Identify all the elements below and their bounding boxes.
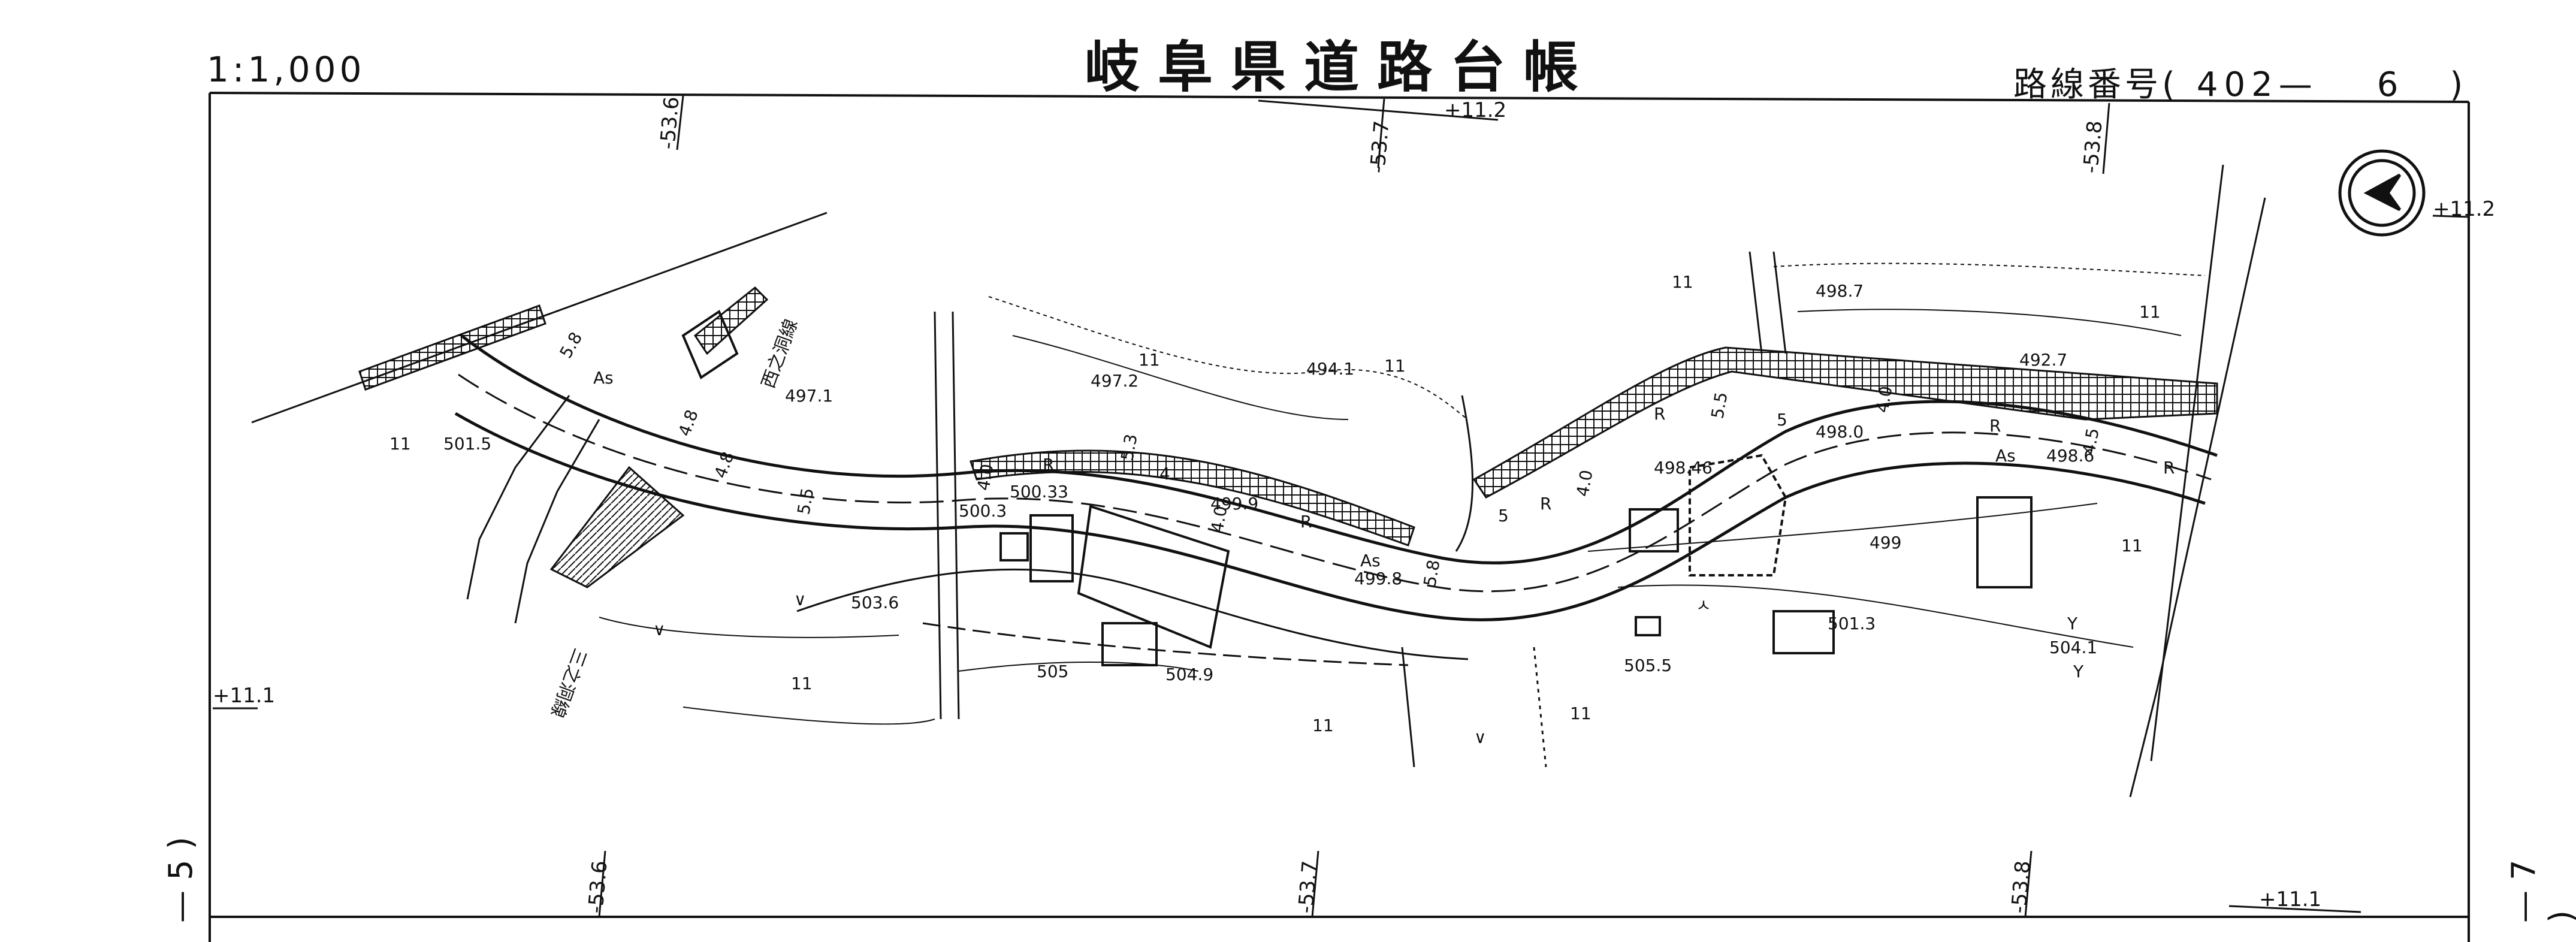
curve-mark-6: R [2163, 458, 2175, 478]
curve-mark-1: R [1043, 455, 1054, 475]
elevation-14: 499 [1870, 533, 1901, 552]
width-label-6: 5.3 [1117, 433, 1141, 463]
grid-label-bottom-1: -53.6 [584, 860, 612, 914]
elevation-13: 499.8 [1354, 569, 1402, 588]
elevation-8: 501.5 [443, 434, 491, 454]
elevation-10: 500.3 [959, 501, 1007, 521]
route-sub-number: 6 [2376, 65, 2402, 104]
elevation-4: 498.7 [1816, 281, 1864, 301]
elevation-1: 497.1 [785, 386, 833, 406]
width-label-8: 4.0 [1572, 469, 1596, 499]
elevation-9: 500.33 [1010, 482, 1068, 502]
contour-lines [599, 262, 2206, 725]
grid-label-top-1: -53.6 [656, 96, 684, 150]
land-symbol-7: 11 [1312, 715, 1334, 735]
side-roads [466, 251, 1787, 768]
route-open-paren: ( [2162, 65, 2179, 104]
elevation-15: 503.6 [851, 593, 899, 612]
width-label-13: 4.5 [2079, 427, 2103, 457]
grid-label-top-2: -53.7 [1366, 120, 1394, 174]
width-label-10: 5.5 [1707, 391, 1731, 421]
width-label-2: 4.8 [675, 407, 702, 439]
land-symbol-1: 11 [389, 434, 411, 454]
land-symbol-6: 11 [791, 674, 813, 693]
land-symbol-2: 11 [1138, 350, 1160, 370]
grid-label-offset-4: +11.1 [2259, 887, 2321, 911]
grid-label-offset-3: +11.1 [213, 684, 275, 708]
elevation-16: 501.3 [1828, 614, 1876, 633]
elevation-3: 494.1 [1306, 359, 1354, 379]
elevation-19: 504.9 [1165, 665, 1213, 684]
road-surface-label-2: As [1360, 551, 1381, 570]
curve-mark-3: R [1540, 494, 1551, 514]
grid-label-bottom-2: -53.7 [1294, 860, 1322, 914]
width-label-14: 4 [1159, 464, 1170, 484]
route-close-paren: ) [2450, 65, 2467, 104]
retaining-walls [358, 286, 2218, 588]
grid-label-bottom-3: -53.8 [2007, 860, 2036, 914]
land-symbol-14: Y [2067, 614, 2078, 633]
land-symbol-4: 11 [1672, 272, 1693, 292]
curve-mark-5: R [1989, 416, 2001, 436]
elevation-11: 499.9 [1210, 494, 1258, 514]
grid-coordinate-labels: -53.6 -53.7 -53.8 -53.6 -53.7 -53.8 +11.… [213, 96, 2495, 914]
elevation-7: 498.6 [2046, 446, 2094, 466]
land-symbol-8: 11 [1570, 704, 1591, 723]
width-label-15: 5 [1498, 506, 1509, 526]
elevation-2: 497.2 [1091, 371, 1138, 391]
land-symbol-10: ㅅ [1696, 596, 1711, 615]
grid-ticks [213, 95, 2469, 917]
curve-mark-2: R [1300, 512, 1312, 532]
land-symbol-3: 11 [1384, 356, 1406, 376]
land-symbol-13: ∨ [653, 620, 666, 639]
road-surface-label-3: As [1995, 446, 2016, 466]
road-name-label-2: 三之洞線 [546, 645, 590, 720]
width-label-7: 4.0 [1207, 505, 1231, 535]
grid-label-offset-1: +11.2 [1444, 98, 1506, 122]
width-label-11: 5 [1777, 410, 1787, 430]
grid-label-offset-2: +11.2 [2433, 197, 2495, 221]
road-name-label-1: 西之洞線 [758, 316, 802, 391]
elevation-20: 505.5 [1624, 656, 1672, 675]
route-label: 路線番号 [2013, 65, 2162, 104]
elevation-5: 492.7 [2019, 350, 2067, 370]
land-symbol-9: 11 [2121, 536, 2143, 555]
elevation-18: 505 [1037, 662, 1068, 681]
land-symbol-15: Y [2073, 662, 2084, 681]
elevation-6: 498.0 [1816, 422, 1864, 442]
map-frame [209, 92, 2470, 942]
width-label-12: 4.0 [1872, 385, 1896, 415]
prefectural-road [454, 334, 2218, 666]
route-number-label: 路線番号(402— 6) [2013, 58, 2466, 106]
north-arrow-icon [2338, 149, 2426, 237]
width-label-4: 5.5 [793, 487, 817, 517]
map-title: 岐阜県道路台帳 [1085, 35, 1597, 99]
land-symbol-11: ∨ [794, 590, 807, 609]
width-label-9: 5.8 [1420, 558, 1443, 588]
width-label-1: 5.8 [555, 328, 586, 361]
route-number: 402— [2196, 65, 2318, 104]
road-surface-label-1: As [593, 368, 614, 388]
elevation-17: 504.1 [2049, 638, 2097, 657]
land-symbol-12: ∨ [1474, 727, 1487, 747]
land-symbol-5: 11 [2139, 302, 2161, 322]
grid-label-top-3: -53.8 [2079, 120, 2107, 174]
buildings [681, 310, 2033, 666]
elevation-12: 498.46 [1654, 458, 1713, 478]
curve-mark-4: R [1654, 404, 1665, 424]
width-label-5: 4.0 [973, 463, 997, 493]
scale-label: 1:1,000 [207, 49, 366, 90]
